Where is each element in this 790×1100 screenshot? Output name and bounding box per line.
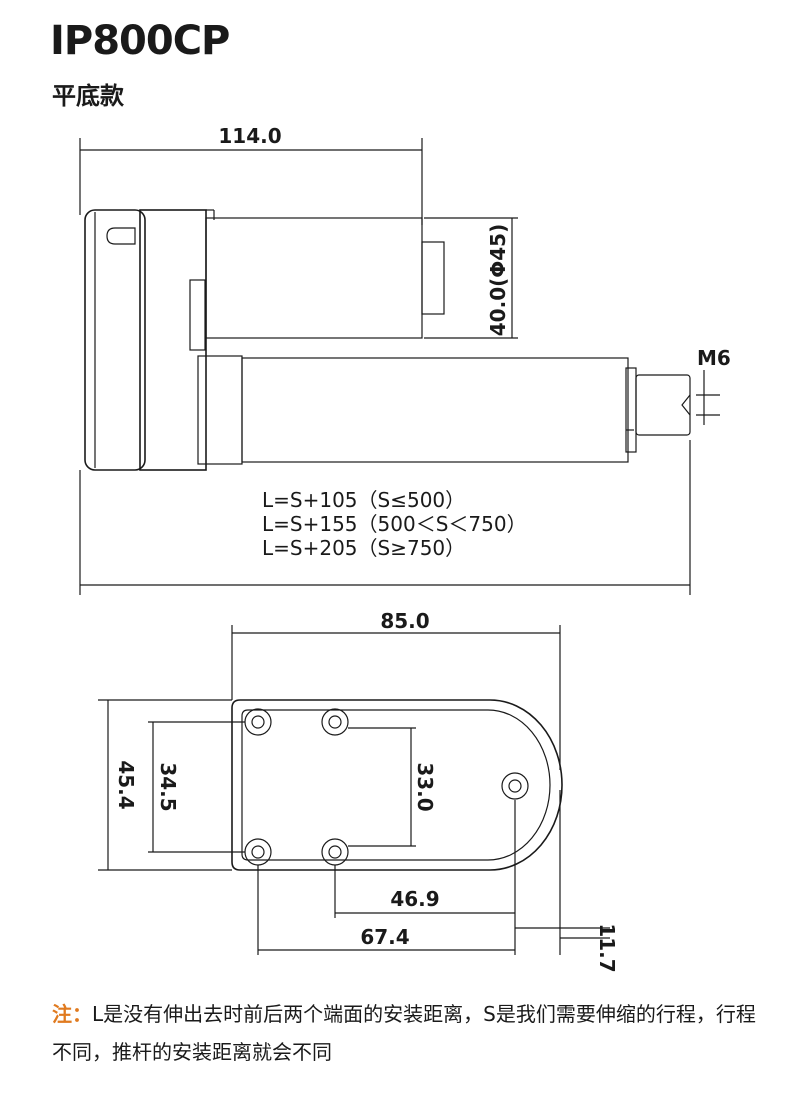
dim-label-motor-height: 40.0(Φ45)	[486, 224, 510, 336]
hole-right	[501, 772, 529, 800]
product-subtitle: 平底款	[52, 82, 124, 110]
formula-line-1: L=S+105（S≤500）	[262, 488, 465, 512]
dim-label-hole-right: 33.0	[413, 762, 437, 811]
base-plate-inner	[241, 709, 551, 861]
hole-top-middle	[321, 708, 349, 736]
product-title: IP800CP	[50, 18, 230, 64]
formula-line-3: L=S+205（S≥750）	[262, 536, 465, 560]
hole-top-left	[244, 708, 272, 736]
housing-step	[189, 279, 206, 351]
outer-tube	[241, 357, 629, 463]
tube-collar	[197, 355, 243, 465]
dim-label-length: 114.0	[218, 124, 281, 148]
footnote: 注：L是没有伸出去时前后两个端面的安装距离，S是我们需要伸缩的行程，行程不同，推…	[52, 995, 772, 1071]
side-view	[79, 138, 720, 595]
dim-label-hole-left: 34.5	[156, 762, 180, 811]
motor-cylinder	[205, 217, 423, 339]
hole-bottom-middle	[321, 838, 349, 866]
dim-label-offset: 11.7	[595, 923, 619, 972]
footnote-label: 注：	[52, 1002, 92, 1026]
housing-slot	[106, 227, 136, 245]
rod-end	[635, 374, 691, 436]
motor-endcap	[421, 241, 445, 315]
footnote-text: L是没有伸出去时前后两个端面的安装距离，S是我们需要伸缩的行程，行程不同，推杆的…	[52, 1002, 756, 1064]
dim-label-spacing-2: 67.4	[360, 925, 409, 949]
dim-label-width: 85.0	[380, 609, 429, 633]
dim-label-spacing-1: 46.9	[390, 887, 439, 911]
dim-label-height: 45.4	[114, 760, 138, 809]
motor-housing	[84, 209, 146, 471]
gear-box	[139, 209, 207, 471]
thread-label: M6	[697, 346, 731, 370]
hole-bottom-left	[244, 838, 272, 866]
base-plate-outline	[231, 699, 563, 871]
formula-line-2: L=S+155（500＜S＜750）	[262, 512, 527, 536]
bottom-view	[98, 625, 610, 955]
